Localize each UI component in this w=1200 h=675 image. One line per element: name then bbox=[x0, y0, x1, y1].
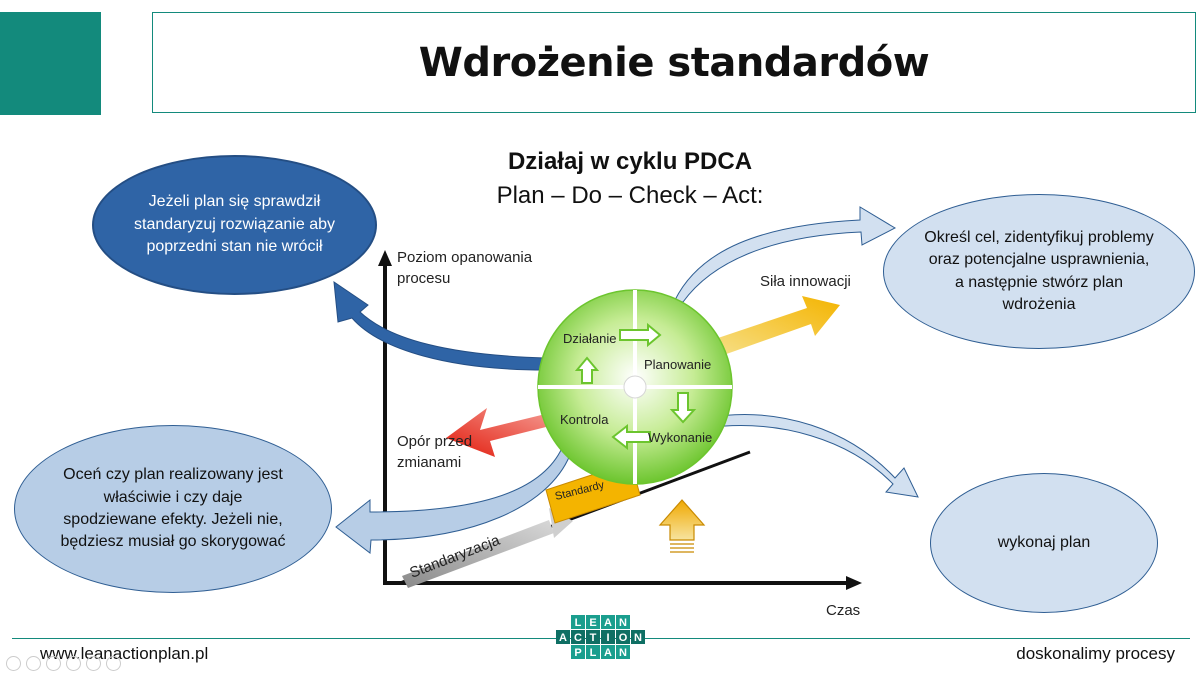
nav-zoom-icon[interactable] bbox=[86, 656, 101, 671]
quadrant-check: Kontrola bbox=[560, 412, 609, 427]
nav-back-icon[interactable] bbox=[6, 656, 21, 671]
resistance-arrow bbox=[446, 408, 566, 457]
logo-tile bbox=[601, 645, 615, 659]
logo-letter: T bbox=[590, 632, 597, 644]
logo-tile bbox=[571, 615, 585, 629]
slide-nav-icons[interactable] bbox=[6, 656, 121, 671]
resistance-label-line2: zmianami bbox=[397, 454, 461, 471]
evaluate-bubble: Oceń czy plan realizowany jest właściwie… bbox=[14, 425, 332, 593]
logo-tile bbox=[601, 615, 615, 629]
nav-play-icon[interactable] bbox=[26, 656, 41, 671]
logo-tile bbox=[571, 645, 585, 659]
logo-letter: N bbox=[619, 617, 627, 629]
standardize-arrow bbox=[333, 280, 546, 371]
execute-arrow bbox=[704, 414, 919, 498]
logo-tile bbox=[586, 645, 600, 659]
cycle-arrows bbox=[574, 322, 697, 451]
title-box: Wdrożenie standardów bbox=[152, 12, 1196, 113]
y-axis-label-line1: Poziom opanowania bbox=[397, 249, 533, 266]
logo-letter: O bbox=[619, 632, 628, 644]
logo-letter: A bbox=[559, 632, 567, 644]
logo-tile bbox=[586, 615, 600, 629]
define-arrow bbox=[674, 206, 897, 303]
logo-tile bbox=[586, 630, 600, 644]
page-title: Wdrożenie standardów bbox=[418, 39, 930, 86]
innovation-arrow bbox=[712, 296, 840, 357]
pdca-circle bbox=[537, 289, 733, 485]
support-arrow bbox=[658, 499, 706, 541]
standardize-bubble: Jeżeli plan się sprawdził standaryzuj ro… bbox=[92, 155, 377, 295]
logo-tile bbox=[601, 630, 615, 644]
logo-letter: C bbox=[574, 632, 582, 644]
logo-letter: L bbox=[590, 647, 597, 659]
x-axis-label: Czas bbox=[826, 602, 860, 619]
logo-letter: A bbox=[604, 617, 612, 629]
quadrant-act: Działanie bbox=[563, 331, 616, 346]
logo-letter: N bbox=[619, 647, 627, 659]
logo-letter: I bbox=[606, 632, 609, 644]
accent-block bbox=[0, 12, 101, 115]
logo-tile bbox=[631, 630, 645, 644]
evaluate-arrow bbox=[335, 447, 571, 554]
nav-more-icon[interactable] bbox=[106, 656, 121, 671]
quadrant-do: Wykonanie bbox=[648, 430, 712, 445]
resistance-label-line1: Opór przed bbox=[397, 433, 472, 450]
logo-tile bbox=[616, 645, 630, 659]
logo-letter: L bbox=[575, 617, 582, 629]
logo-letter: A bbox=[604, 647, 612, 659]
innovation-label: Siła innowacji bbox=[760, 273, 851, 290]
footer-tagline: doskonalimy procesy bbox=[1016, 644, 1175, 663]
nav-grid-icon[interactable] bbox=[66, 656, 81, 671]
logo-letter: P bbox=[574, 647, 581, 659]
logo-letter: N bbox=[634, 632, 642, 644]
nav-pen-icon[interactable] bbox=[46, 656, 61, 671]
y-axis-label-line2: procesu bbox=[397, 270, 450, 287]
logo-letter: E bbox=[589, 617, 596, 629]
footer-website: www.leanactionplan.pl bbox=[40, 644, 209, 663]
execute-bubble: wykonaj plan bbox=[930, 473, 1158, 613]
standardization-wedge bbox=[402, 520, 554, 588]
logo-tile bbox=[571, 630, 585, 644]
pdca-heading: Działaj w cyklu PDCA bbox=[507, 148, 753, 175]
support-arrow-base bbox=[670, 543, 694, 553]
x-axis bbox=[383, 576, 862, 590]
logo-tile bbox=[616, 615, 630, 629]
quadrant-plan: Planowanie bbox=[644, 357, 711, 372]
pdca-subheading: Plan – Do – Check – Act: bbox=[496, 182, 764, 209]
define-bubble: Określ cel, zidentyfikuj problemy oraz p… bbox=[883, 194, 1195, 349]
logo-tile bbox=[616, 630, 630, 644]
logo-tile bbox=[556, 630, 570, 644]
